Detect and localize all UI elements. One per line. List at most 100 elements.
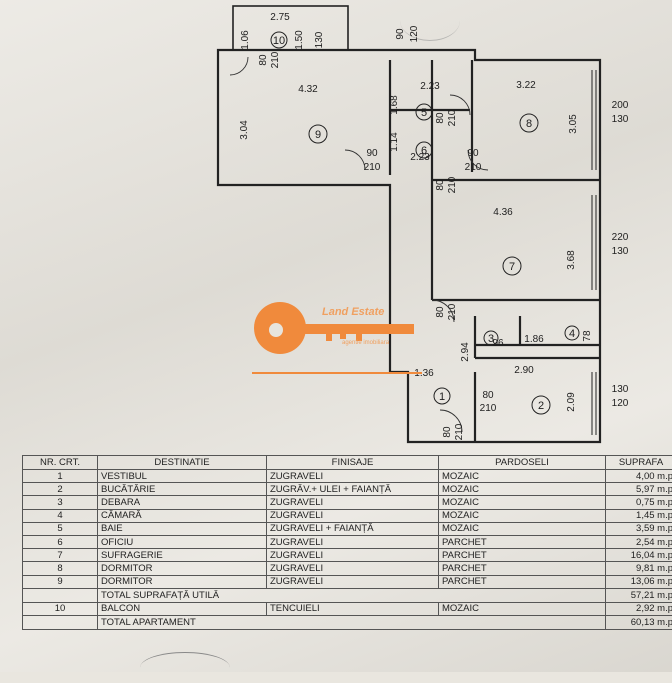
dim-window2-w: 130 xyxy=(612,384,629,395)
cell-destinatie: BALCON xyxy=(98,602,267,615)
cell-nr: 8 xyxy=(23,562,98,575)
cell-finisaje: ZUGRAVELI xyxy=(267,509,439,522)
cell-suprafata: 0,75 m.p xyxy=(606,496,672,509)
floor-plan: 10 9 5 6 8 7 3 4 1 2 2.75 1.06 1.50 130 … xyxy=(0,0,672,450)
dim-window7-w: 220 xyxy=(612,232,629,243)
header-destinatie: DESTINATIE xyxy=(98,456,267,470)
dim-door-90-top: 90 xyxy=(395,28,406,40)
dim-door-90-r9: 90 xyxy=(366,148,378,159)
dim-room6-width: 2.23 xyxy=(410,152,430,163)
cell-pardoseli: MOZAIC xyxy=(439,509,606,522)
cell-pardoseli: MOZAIC xyxy=(439,602,606,615)
cell-finisaje: ZUGRAVELI xyxy=(267,562,439,575)
cell-finisaje: ZUGRAVELI xyxy=(267,549,439,562)
total-apartament-label: TOTAL APARTAMENT xyxy=(98,615,606,629)
cell-suprafata: 4,00 m.p xyxy=(606,470,672,483)
dim-balcony-door-h: 130 xyxy=(314,31,325,48)
dim-room1-height: 2.94 xyxy=(460,342,471,362)
dim-door-210-entry: 210 xyxy=(454,423,465,440)
cell-suprafata: 5,97 m.p xyxy=(606,483,672,496)
cell-destinatie: DEBARA xyxy=(98,496,267,509)
dim-window7-h: 130 xyxy=(612,246,629,257)
cell-finisaje: ZUGRAVELI xyxy=(267,470,439,483)
cell-destinatie: BAIE xyxy=(98,522,267,535)
cell-pardoseli: PARCHET xyxy=(439,535,606,548)
dim-door-210-r7: 210 xyxy=(447,176,458,193)
key-icon xyxy=(252,292,422,378)
dim-door-80-entry: 80 xyxy=(442,426,453,438)
cell-pardoseli: MOZAIC xyxy=(439,522,606,535)
dim-room8-width: 3.22 xyxy=(516,80,536,91)
header-finisaje: FINISAJE xyxy=(267,456,439,470)
dim-balcony-width: 2.75 xyxy=(270,12,290,23)
dim-room9-height: 3.04 xyxy=(239,120,250,140)
cell-nr: 1 xyxy=(23,470,98,483)
dim-door-80-r1: 80 xyxy=(435,306,446,318)
cell-nr: 5 xyxy=(23,522,98,535)
cell-finisaje: ZUGRĂV.+ ULEI + FAIANȚĂ xyxy=(267,483,439,496)
dim-room5-height: 1.68 xyxy=(389,95,400,115)
cell-destinatie: BUCĂTĂRIE xyxy=(98,483,267,496)
brand-name: Land Estate xyxy=(322,306,384,318)
cell-suprafata: 9,81 m.p xyxy=(606,562,672,575)
dim-balcony-side: 1.06 xyxy=(240,30,251,50)
cell-nr: 3 xyxy=(23,496,98,509)
cell-finisaje: TENCUIELI xyxy=(267,602,439,615)
cell-empty xyxy=(23,588,98,602)
total-util-value: 57,21 m.p xyxy=(606,588,672,602)
dim-room2-width: 2.90 xyxy=(514,365,534,376)
cell-pardoseli: PARCHET xyxy=(439,549,606,562)
cell-nr: 7 xyxy=(23,549,98,562)
cell-nr: 6 xyxy=(23,535,98,548)
dim-room2-height: 2.09 xyxy=(566,392,577,412)
dim-window8-h: 130 xyxy=(612,114,629,125)
dim-door-210-r2: 210 xyxy=(480,403,497,414)
cell-pardoseli: MOZAIC xyxy=(439,496,606,509)
cell-nr: 10 xyxy=(23,602,98,615)
total-apartament-value: 60,13 m.p xyxy=(606,615,672,629)
cell-suprafata: 2,54 m.p xyxy=(606,535,672,548)
room-number-7: 7 xyxy=(509,261,515,273)
room-number-1: 1 xyxy=(439,391,445,403)
dim-balcony-door-w: 1.50 xyxy=(294,30,305,50)
dim-window8-w: 200 xyxy=(612,100,629,111)
room-number-8: 8 xyxy=(526,118,532,130)
dim-room8-height: 3.05 xyxy=(568,114,579,134)
dim-door-210-a: 210 xyxy=(270,51,281,68)
dim-door-80-r7: 80 xyxy=(435,179,446,191)
cell-pardoseli: MOZAIC xyxy=(439,483,606,496)
cell-destinatie: DORMITOR xyxy=(98,562,267,575)
dim-room7-width: 4.36 xyxy=(493,207,513,218)
cell-suprafata: 13,06 m.p xyxy=(606,575,672,588)
cell-nr: 4 xyxy=(23,509,98,522)
room-number-9: 9 xyxy=(315,129,321,141)
cell-destinatie: VESTIBUL xyxy=(98,470,267,483)
cell-destinatie: OFICIU xyxy=(98,535,267,548)
cell-suprafata: 1,45 m.p xyxy=(606,509,672,522)
cell-suprafata: 16,04 m.p xyxy=(606,549,672,562)
cell-empty xyxy=(23,615,98,629)
dim-door-80-r2: 80 xyxy=(482,390,494,401)
room-number-5: 5 xyxy=(421,107,427,119)
dim-room4-height: 78 xyxy=(582,330,593,342)
cell-suprafata: 3,59 m.p xyxy=(606,522,672,535)
dim-door-80-r5: 80 xyxy=(435,112,446,124)
cell-destinatie: CĂMARĂ xyxy=(98,509,267,522)
dim-door-210-r6: 210 xyxy=(465,162,482,173)
total-util-label: TOTAL SUPRAFAȚĂ UTILĂ xyxy=(98,588,606,602)
cell-nr: 9 xyxy=(23,575,98,588)
cell-pardoseli: PARCHET xyxy=(439,562,606,575)
room-number-4: 4 xyxy=(569,328,575,340)
brand-tagline: agentie imobiliara xyxy=(342,340,389,346)
dim-room5-width: 2.23 xyxy=(420,81,440,92)
dim-door-80-a: 80 xyxy=(258,54,269,66)
